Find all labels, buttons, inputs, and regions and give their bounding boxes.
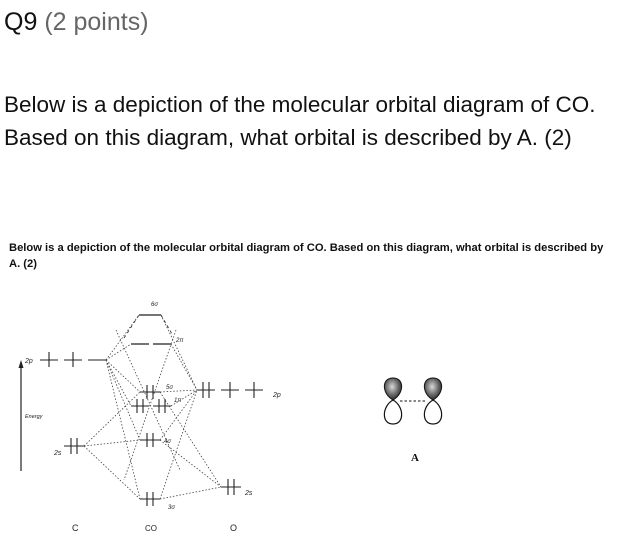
c-2p-label: 2p	[24, 358, 33, 365]
mo-1pi-label: 1π	[174, 398, 182, 404]
orbital-sketch-label: A	[411, 452, 419, 464]
column-label-o: O	[230, 523, 237, 533]
question-number: Q9	[4, 8, 38, 36]
c-2s-label: 2s	[53, 450, 62, 457]
mo-4sigma	[140, 433, 160, 447]
question-text: Below is a depiction of the molecular or…	[4, 92, 596, 150]
mo-4sigma-label: 4σ	[164, 439, 171, 445]
o-2p-label: 2p	[272, 392, 281, 399]
question-header: Q9 (2 points)	[4, 6, 149, 38]
mo-3sigma	[140, 492, 160, 506]
c-2s-orbital	[64, 438, 84, 454]
o-2p-orbitals	[197, 382, 263, 398]
o-2s-orbital	[221, 479, 241, 495]
mo-2pi-label: 2π	[175, 338, 184, 344]
question-points: (2 points)	[44, 8, 149, 36]
column-label-co: CO	[145, 524, 157, 533]
mo-6sigma-label: 6σ	[151, 302, 158, 308]
energy-arrow-head	[18, 360, 24, 368]
c-2p-orbitals	[40, 352, 106, 367]
correlation-lines-dashed	[123, 314, 173, 339]
mo-5sigma	[140, 385, 160, 399]
embedded-question-text: Below is a depiction of the molecular or…	[9, 242, 604, 270]
mo-3sigma-label: 3σ	[168, 505, 175, 511]
column-label-c: C	[72, 523, 79, 533]
correlation-lines	[83, 314, 222, 500]
mo-1pi	[131, 399, 171, 413]
orbital-sketch-a	[383, 377, 443, 425]
mo-5sigma-label: 5σ	[166, 385, 173, 391]
o-2s-label: 2s	[244, 490, 253, 497]
energy-label: Energy	[25, 414, 44, 420]
